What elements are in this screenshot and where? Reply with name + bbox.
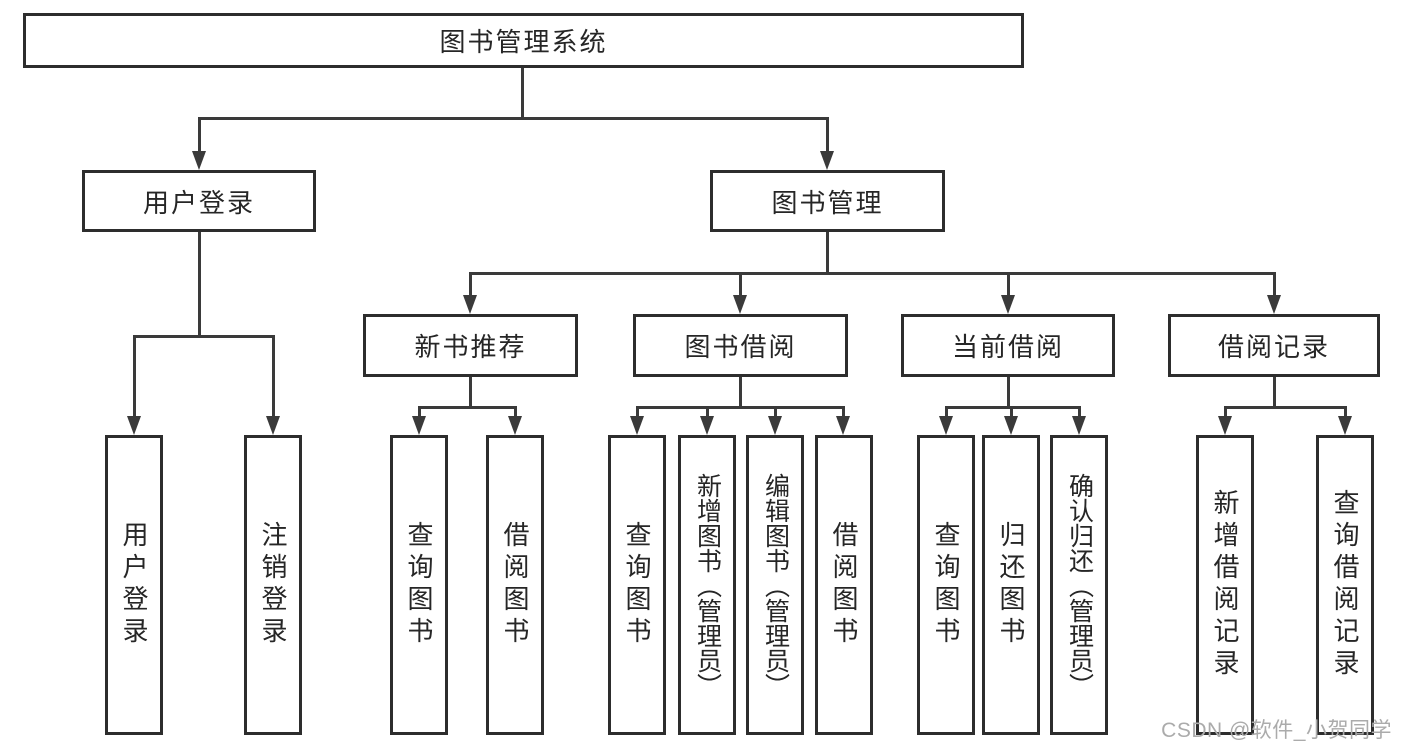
connector-line [198,117,829,120]
node-label: 新书推荐 [414,332,527,362]
connector-line [706,406,709,418]
node-label: 查询图书 [622,521,652,649]
connector-line [514,406,517,418]
connector-line [1078,406,1081,418]
leaf-user-login: 用户登录 [105,435,163,735]
connector-line [418,406,421,418]
connector-line [133,335,136,416]
node-book-management: 图书管理 [710,170,945,232]
arrow-down-icon [820,151,834,170]
connector-line [945,406,948,418]
connector-line [826,232,829,275]
node-borrowing-records: 借阅记录 [1168,314,1380,377]
arrow-down-icon [192,151,206,170]
arrow-down-icon [127,416,141,435]
leaf-borrow-books: 借阅图书 [815,435,873,735]
leaf-logout: 注销登录 [244,435,302,735]
arrow-down-icon [700,416,714,435]
arrow-down-icon [463,295,477,314]
arrow-down-icon [1004,416,1018,435]
node-label: 查询图书 [931,521,961,649]
node-label: 借阅记录 [1217,332,1330,362]
node-label: 借阅图书 [829,521,859,649]
node-user-login: 用户登录 [82,170,316,232]
connector-line [1007,377,1010,409]
connector-line [1224,406,1346,409]
node-label: 图书借阅 [684,332,797,362]
node-label: 注销登录 [258,521,288,649]
leaf-query-books-recommend: 查询图书 [390,435,448,735]
arrow-down-icon [1267,295,1281,314]
connector-line [842,406,845,418]
connector-line [469,377,472,409]
node-label: 图书管理系统 [439,27,608,57]
leaf-return-books: 归还图书 [982,435,1040,735]
node-label: 用户登录 [119,521,149,649]
connector-line [1273,377,1276,409]
connector-line [1007,272,1010,296]
node-book-borrowing: 图书借阅 [633,314,848,377]
leaf-add-borrow-record: 新增借阅记录 [1196,435,1254,735]
connector-line [636,406,639,418]
arrow-down-icon [939,416,953,435]
connector-line [133,335,275,338]
connector-line [418,406,516,409]
node-label: 编辑图书（管理员） [761,472,790,698]
connector-line [774,406,777,418]
arrow-down-icon [1338,416,1352,435]
connector-line [636,406,845,409]
leaf-borrow-books-recommend: 借阅图书 [486,435,544,735]
leaf-query-books-borrowing: 查询图书 [608,435,666,735]
connector-line [1224,406,1227,418]
watermark: CSDN @软件_小贺同学 [1161,719,1392,742]
connector-line [198,117,201,152]
arrow-down-icon [1072,416,1086,435]
leaf-query-books-current: 查询图书 [917,435,975,735]
node-label: 图书管理 [771,187,884,218]
connector-line [469,272,1275,275]
node-library-system: 图书管理系统 [23,13,1024,68]
arrow-down-icon [1001,295,1015,314]
connector-line [272,335,275,416]
connector-line [826,117,829,152]
arrow-down-icon [412,416,426,435]
node-label: 新增借阅记录 [1210,489,1240,681]
connector-line [739,377,742,409]
connector-line [1344,406,1347,418]
node-label: 归还图书 [996,521,1026,649]
leaf-edit-book-admin: 编辑图书（管理员） [746,435,804,735]
node-label: 查询借阅记录 [1330,489,1360,681]
node-current-borrowing: 当前借阅 [901,314,1115,377]
arrow-down-icon [733,295,747,314]
leaf-confirm-return-admin: 确认归还（管理员） [1050,435,1108,735]
leaf-query-borrow-record: 查询借阅记录 [1316,435,1374,735]
arrow-down-icon [266,416,280,435]
arrow-down-icon [768,416,782,435]
node-label: 借阅图书 [500,521,530,649]
connector-line [1273,272,1276,296]
connector-line [198,232,201,338]
connector-line [521,68,524,118]
arrow-down-icon [836,416,850,435]
node-label: 当前借阅 [951,332,1064,362]
arrow-down-icon [1218,416,1232,435]
connector-line [739,272,742,296]
leaf-add-book-admin: 新增图书（管理员） [678,435,736,735]
node-label: 确认归还（管理员） [1065,472,1094,698]
arrow-down-icon [630,416,644,435]
node-label: 查询图书 [404,521,434,649]
connector-line [1010,406,1013,418]
node-label: 新增图书（管理员） [693,472,722,698]
node-new-book-recommend: 新书推荐 [363,314,578,377]
arrow-down-icon [508,416,522,435]
connector-line [469,272,472,296]
node-label: 用户登录 [142,187,255,218]
